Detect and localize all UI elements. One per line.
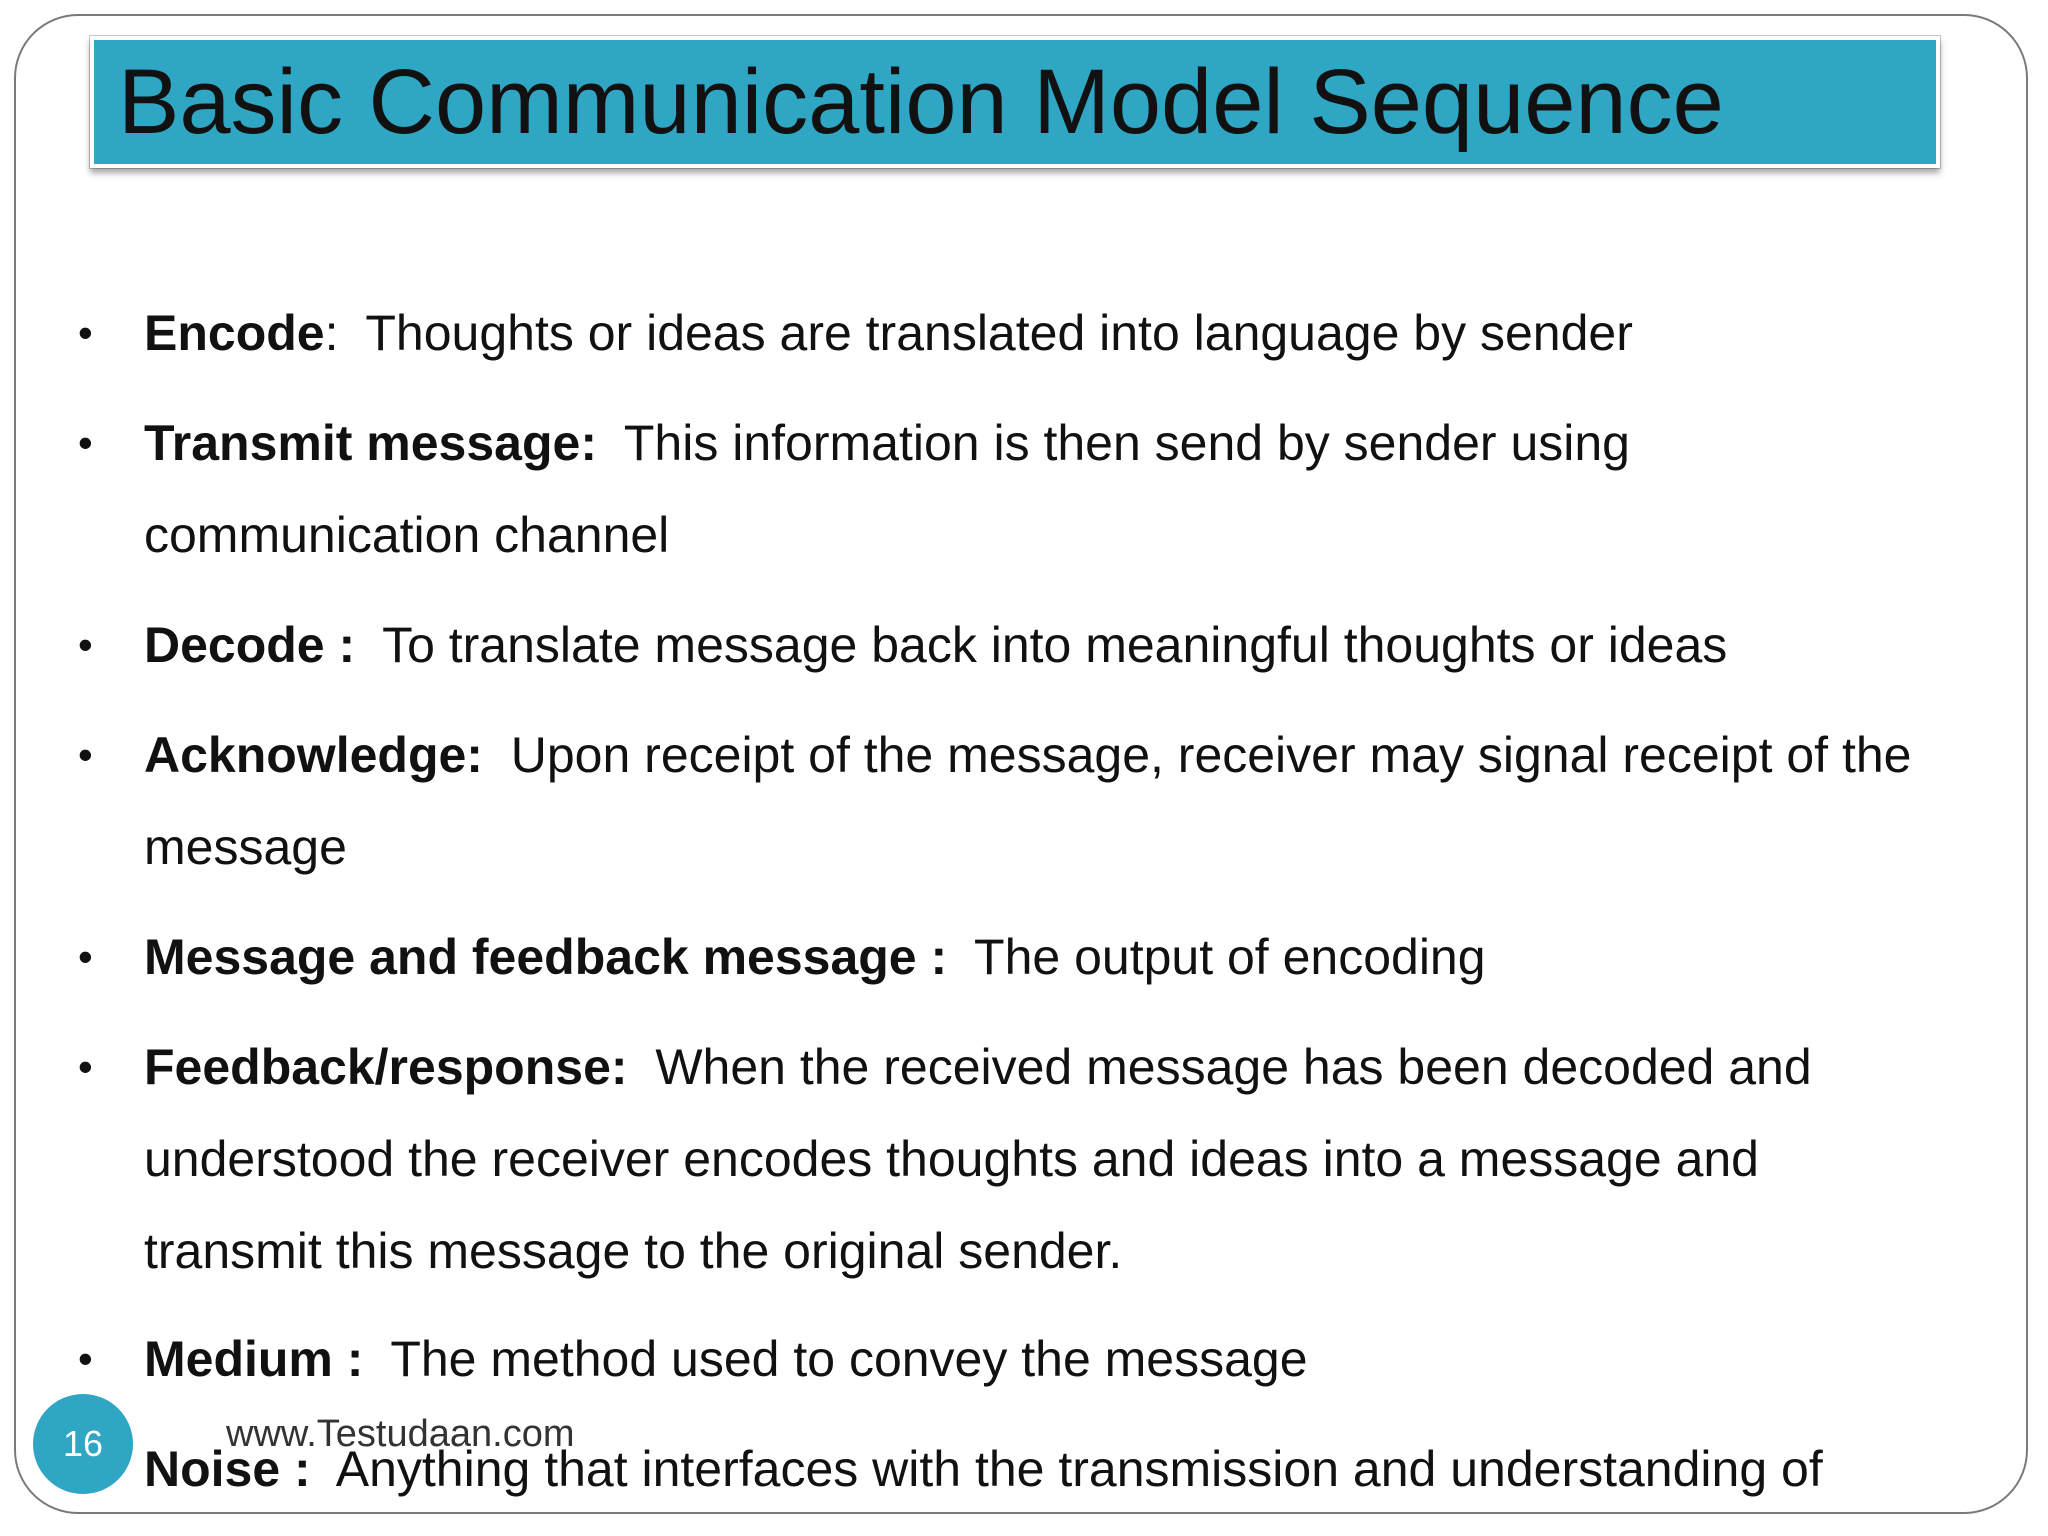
bullet-separator (628, 1039, 656, 1095)
bullet-term: Medium : (144, 1331, 364, 1387)
bullet-item: Acknowledge: Upon receipt of the message… (144, 725, 1911, 785)
bullet-separator (483, 727, 511, 783)
bullet-marker: • (78, 1043, 93, 1090)
bullet-text: Upon receipt of the message, receiver ma… (510, 727, 1912, 783)
bullet-term: Encode (144, 305, 325, 361)
bullet-separator (597, 415, 624, 471)
title-bar: Basic Communication Model Sequence (90, 36, 1940, 168)
bullet-text: The output of encoding (974, 929, 1486, 985)
bullet-text: To translate message back into meaningfu… (382, 617, 1728, 673)
slide-title: Basic Communication Model Sequence (118, 51, 1724, 153)
bullet-item: Decode : To translate message back into … (144, 615, 1727, 675)
bullet-term: Message and feedback message : (144, 929, 948, 985)
bullet-marker: • (78, 731, 93, 778)
bullet-term: Acknowledge: (144, 727, 483, 783)
bullet-text: When the received message has been decod… (655, 1039, 1812, 1095)
bullet-separator (947, 929, 974, 985)
page-number: 16 (62, 1423, 104, 1464)
bullet-marker: • (78, 933, 93, 980)
bullet-term: Noise : (144, 1441, 311, 1497)
page-number-badge: 16 (33, 1394, 133, 1494)
bullet-separator (355, 617, 382, 673)
bullet-continuation: transmit this message to the original se… (144, 1223, 1123, 1279)
bullet-term: Feedback/response: (144, 1039, 628, 1095)
bullet-continuation: communication channel (144, 507, 670, 563)
bullet-term: Decode : (144, 617, 356, 673)
bullet-marker: • (78, 309, 93, 356)
slide-frame (14, 14, 2028, 1514)
bullet-marker: • (78, 621, 93, 668)
footer-url: www.Testudaan.com (226, 1413, 575, 1455)
bullet-separator (363, 1331, 390, 1387)
bullet-item: Medium : The method used to convey the m… (144, 1329, 1308, 1389)
bullet-continuation: message (144, 819, 347, 875)
bullet-term: Transmit message: (144, 415, 597, 471)
bullet-item: Encode: Thoughts or ideas are translated… (144, 303, 1633, 363)
bullet-item: Feedback/response: When the received mes… (144, 1037, 1812, 1097)
bullet-item: Message and feedback message : The outpu… (144, 927, 1486, 987)
bullet-item: Transmit message: This information is th… (144, 413, 1630, 473)
bullet-text: Thoughts or ideas are translated into la… (365, 305, 1633, 361)
bullet-text: The method used to convey the message (390, 1331, 1308, 1387)
bullet-continuation: understood the receiver encodes thoughts… (144, 1131, 1759, 1187)
bullet-item: Noise : Anything that interfaces with th… (144, 1439, 1823, 1499)
bullet-marker: • (78, 419, 93, 466)
bullet-text: Anything that interfaces with the transm… (335, 1441, 1823, 1497)
bullet-text: This information is then send by sender … (623, 415, 1630, 471)
bullet-marker: • (78, 1335, 93, 1382)
bullet-separator: : (324, 305, 366, 361)
